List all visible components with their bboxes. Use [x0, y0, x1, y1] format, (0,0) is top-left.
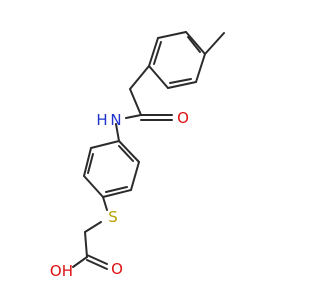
bond	[102, 196, 108, 211]
bond	[167, 81, 197, 89]
bond	[84, 221, 102, 233]
bond	[118, 140, 140, 163]
bond	[72, 256, 88, 268]
bond-carbonyl	[86, 254, 108, 265]
bond	[102, 189, 132, 198]
hydroxyl-label: OH	[50, 262, 73, 280]
bond	[195, 53, 206, 83]
bond-inner	[118, 145, 134, 162]
bond	[84, 231, 88, 258]
bond-inner	[169, 78, 192, 84]
bond	[157, 31, 187, 39]
bond	[129, 65, 150, 90]
atom-labels: N H O S O OH	[50, 109, 189, 280]
bond	[115, 123, 120, 142]
bond	[83, 175, 104, 198]
bond	[83, 147, 92, 177]
structure-diagram: N H O S O OH	[50, 31, 225, 280]
molecule-canvas: N H O S O OH	[50, 31, 225, 280]
sulfur-label: S	[108, 208, 118, 226]
bond	[90, 140, 120, 149]
bonds	[72, 31, 225, 270]
bond-methyl	[204, 32, 225, 55]
bond	[148, 65, 169, 89]
bond-inner	[87, 153, 94, 174]
bond-inner	[187, 36, 201, 53]
bond	[148, 37, 159, 67]
nitrogen-label: N	[110, 111, 121, 129]
bond	[129, 88, 142, 116]
bond-inner	[105, 186, 128, 193]
amide-oxygen-label: O	[177, 109, 189, 127]
bond-inner	[153, 41, 162, 65]
bond	[185, 31, 206, 55]
bond-carbonyl	[86, 259, 108, 270]
bond	[125, 114, 142, 119]
acid-oxygen-label: O	[111, 260, 123, 278]
nitrogen-hydrogen-label: H	[96, 111, 107, 129]
bond	[130, 161, 140, 191]
